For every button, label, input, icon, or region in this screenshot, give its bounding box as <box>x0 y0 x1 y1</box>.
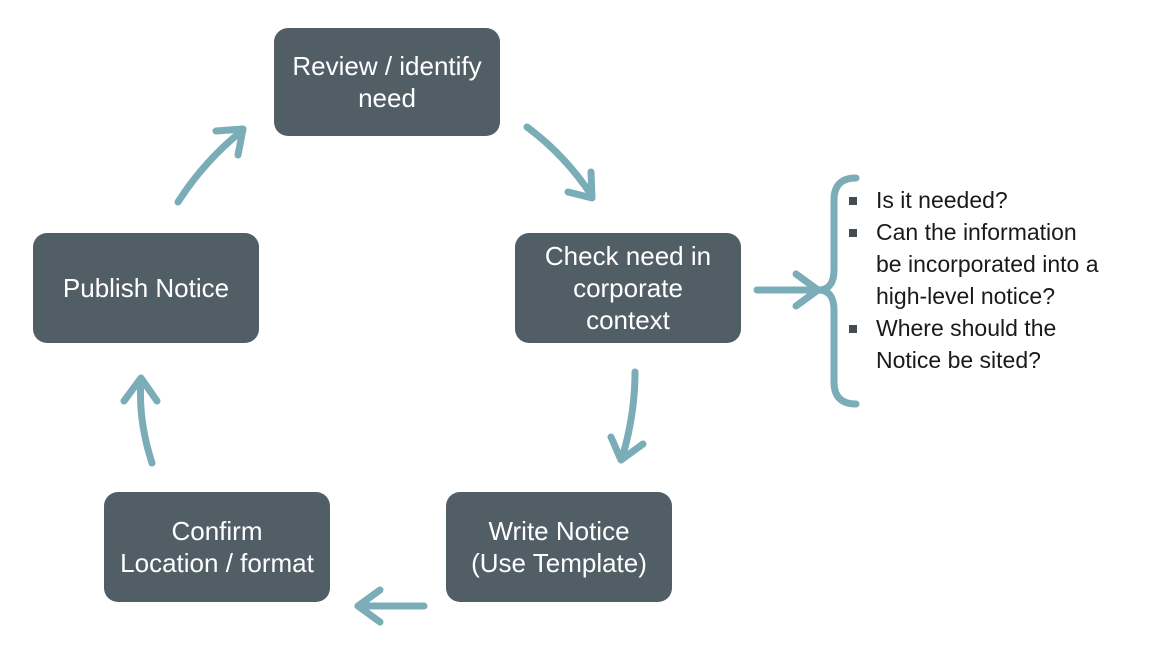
curly-brace-icon <box>814 174 860 408</box>
arrow-review-to-check <box>523 123 596 200</box>
step-write-label: Write Notice (Use Template) <box>471 516 647 578</box>
arrow-check-to-write <box>618 368 639 462</box>
arrowhead-confirm-to-publish <box>120 374 161 405</box>
step-confirm-location-format: Confirm Location / format <box>104 492 330 602</box>
arrowhead-review-to-check <box>564 168 596 202</box>
arrowhead-publish-to-review <box>212 125 247 159</box>
step-check-label: Check need in corporate context <box>544 241 712 335</box>
question-text: Can the information be incorporated into… <box>876 219 1099 309</box>
question-text: Where should the Notice be sited? <box>876 315 1057 373</box>
step-check-need-corporate-context: Check need in corporate context <box>515 233 741 343</box>
list-item: Is it needed? <box>846 184 1146 216</box>
list-item: Can the information be incorporated into… <box>846 216 1146 312</box>
step-review-identify-need: Review / identify need <box>274 28 500 136</box>
square-bullet-icon <box>849 229 857 237</box>
arrowhead-check-to-write <box>607 433 647 464</box>
arrow-confirm-to-publish <box>136 376 156 467</box>
step-review-label: Review / identify need <box>292 51 482 113</box>
square-bullet-icon <box>849 197 857 205</box>
check-questions-list: Is it needed? Can the information be inc… <box>846 184 1146 376</box>
question-text: Is it needed? <box>876 187 1008 213</box>
list-item: Where should the Notice be sited? <box>846 312 1146 376</box>
step-write-notice: Write Notice (Use Template) <box>446 492 672 602</box>
square-bullet-icon <box>849 325 857 333</box>
arrowhead-write-to-confirm <box>354 586 384 626</box>
arrow-publish-to-review <box>174 126 247 206</box>
step-publish-notice: Publish Notice <box>33 233 259 343</box>
step-publish-label: Publish Notice <box>62 273 230 303</box>
step-confirm-label: Confirm Location / format <box>120 516 314 578</box>
